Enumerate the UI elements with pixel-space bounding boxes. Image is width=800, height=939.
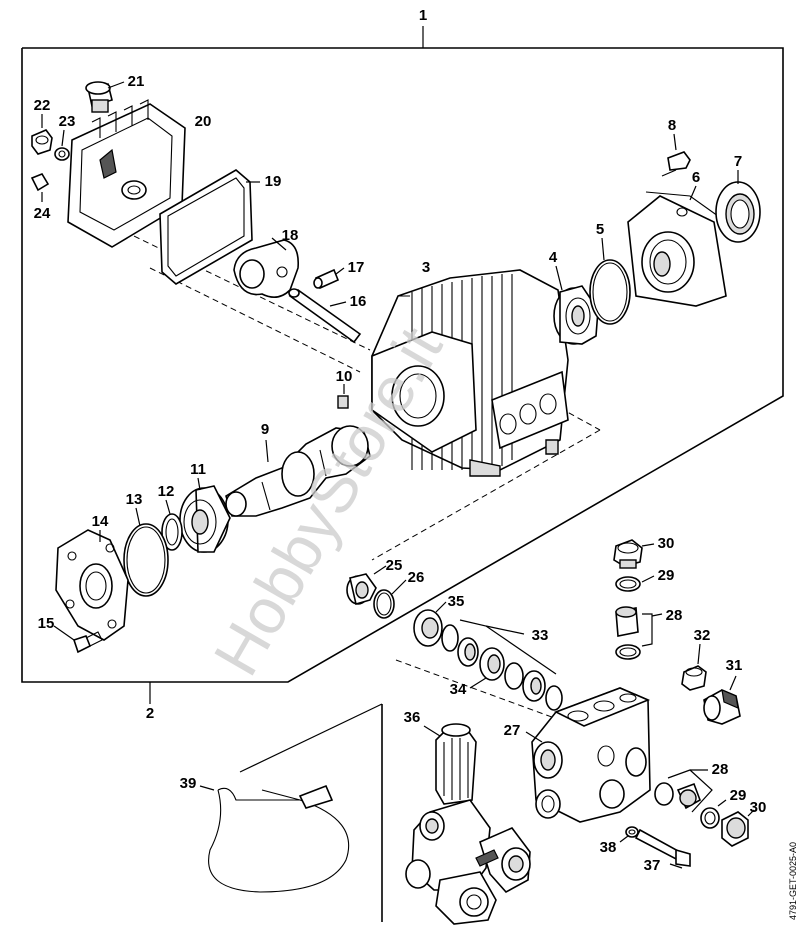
drawing-code: 4791-GET-0025-A0 <box>788 842 798 920</box>
callout-11: 11 <box>190 461 206 478</box>
part-6-housing <box>627 185 727 307</box>
callout-39: 39 <box>180 775 197 792</box>
part-18-connecting-rod <box>233 237 300 298</box>
callout-30a: 30 <box>658 535 675 552</box>
part-5-o-ring <box>589 237 631 325</box>
part-28-valve-top <box>615 606 663 660</box>
part-27-manifold <box>525 687 651 823</box>
part-25-seal <box>346 565 387 606</box>
callout-37: 37 <box>644 857 661 874</box>
callout-3: 3 <box>422 259 430 276</box>
part-29-washer-top <box>615 575 655 592</box>
part-9-crankshaft <box>225 425 371 517</box>
callout-4: 4 <box>549 249 558 266</box>
callout-22: 22 <box>34 97 51 114</box>
part-3-pump-body <box>371 269 569 477</box>
assembly-1-frame <box>21 26 784 704</box>
callout-36: 36 <box>404 709 421 726</box>
callout-34: 34 <box>450 681 467 698</box>
callout-28a: 28 <box>666 607 683 624</box>
callout-18: 18 <box>282 227 299 244</box>
part-23-washer <box>54 129 70 161</box>
part-7-seal <box>715 170 761 243</box>
callout-16: 16 <box>350 293 367 310</box>
part-32-plug <box>681 643 707 691</box>
part-11-ball-bearing <box>179 477 231 553</box>
callout-15: 15 <box>38 615 55 632</box>
callout-1: 1 <box>419 7 427 24</box>
callout-33: 33 <box>532 627 549 644</box>
callout-10: 10 <box>336 368 353 385</box>
part-26-o-ring <box>373 579 407 619</box>
part-16-plunger-rod <box>288 288 362 344</box>
part-21-plug <box>85 81 125 113</box>
callout-26: 26 <box>408 569 425 586</box>
part-30-plug-bottom <box>721 809 755 847</box>
part-24-bolt <box>30 173 50 202</box>
callout-19: 19 <box>265 173 282 190</box>
callout-6: 6 <box>692 169 700 186</box>
part-28-valve-bottom <box>654 769 713 813</box>
part-20-cover <box>67 99 186 248</box>
part-13-o-ring <box>123 507 169 597</box>
callout-9: 9 <box>261 421 269 438</box>
callout-20: 20 <box>195 113 212 130</box>
part-37-bolt <box>634 828 691 869</box>
part-30-plug-top <box>613 539 655 569</box>
callout-21: 21 <box>128 73 145 90</box>
callout-32: 32 <box>694 627 711 644</box>
part-34-ring <box>469 677 487 689</box>
part-35-seal <box>413 601 447 647</box>
callout-24: 24 <box>34 205 51 222</box>
callout-7: 7 <box>734 153 742 170</box>
part-19-gasket <box>159 169 260 285</box>
part-12-circlip <box>161 499 183 551</box>
callout-2: 2 <box>146 705 154 722</box>
part-36-unloader-valve <box>405 723 531 925</box>
part-22-screw <box>31 114 53 155</box>
callout-13: 13 <box>126 491 143 508</box>
callout-29a: 29 <box>658 567 675 584</box>
part-17-pin <box>313 267 345 290</box>
part-14-flange <box>55 529 129 641</box>
callout-17: 17 <box>348 259 365 276</box>
callout-35: 35 <box>448 593 465 610</box>
part-33-seal-set <box>441 619 563 711</box>
callout-29b: 29 <box>730 787 747 804</box>
callout-14: 14 <box>92 513 109 530</box>
callout-27: 27 <box>504 722 521 739</box>
callout-5: 5 <box>596 221 604 238</box>
part-39-sensor-cable <box>199 784 350 893</box>
part-29-washer-bottom <box>700 799 727 829</box>
part-10-set-screw <box>337 384 349 409</box>
callout-38: 38 <box>600 839 617 856</box>
callout-12: 12 <box>158 483 175 500</box>
part-15-screw <box>53 625 103 654</box>
callout-8: 8 <box>668 117 676 134</box>
part-8-screw <box>661 133 691 177</box>
callout-28b: 28 <box>712 761 729 778</box>
valve-assembly-frame <box>239 703 383 922</box>
part-31-fitting <box>703 675 741 725</box>
callout-30b: 30 <box>750 799 767 816</box>
callout-labels: 1234567891011121314151617181920212223242… <box>34 7 767 874</box>
callout-31: 31 <box>726 657 743 674</box>
callout-25: 25 <box>386 557 403 574</box>
callout-23: 23 <box>59 113 76 130</box>
part-38-washer <box>619 826 639 843</box>
part-4-bearing <box>553 265 599 345</box>
